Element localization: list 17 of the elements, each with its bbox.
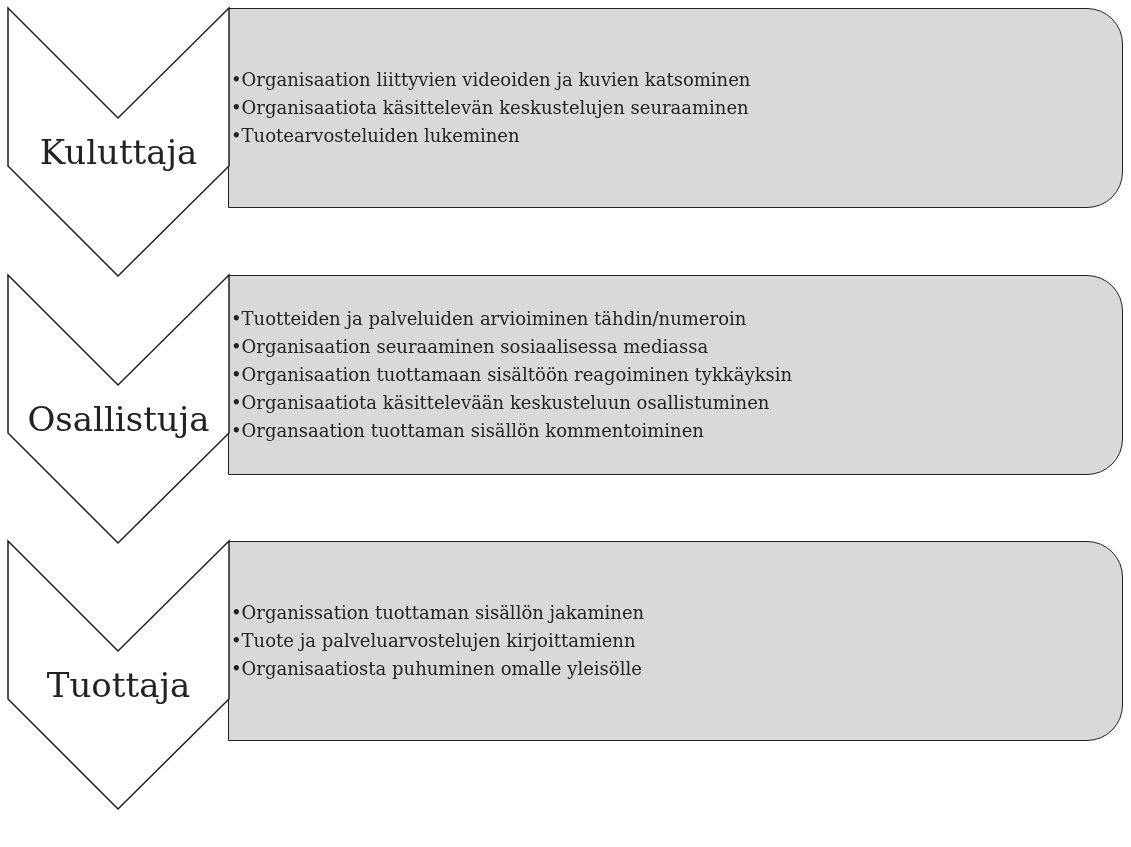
bullet-item: •Tuote ja palveluarvostelujen kirjoittamienn xyxy=(231,629,637,653)
stage-label: Tuottaja xyxy=(45,665,192,705)
activity-panel xyxy=(228,275,1123,475)
bullet-item: •Tuotearvosteluiden lukeminen xyxy=(231,124,521,148)
activity-panel xyxy=(228,541,1123,741)
stage-label: Kuluttaja xyxy=(38,132,199,172)
bullet-item: •Organissation tuottaman sisällön jakaminen xyxy=(231,601,645,625)
bullet-item: •Organisaatiosta puhuminen omalle yleisölle xyxy=(231,657,643,681)
bullet-item: •Organisaatiota käsittelevään keskusteluun osallistuminen xyxy=(231,391,771,415)
bullet-item: •Organisaatiota käsittelevän keskustelujen seuraaminen xyxy=(231,96,750,120)
bullet-item: •Organsaation tuottaman sisällön kommentoiminen xyxy=(231,419,705,443)
stage-label: Osallistuja xyxy=(26,399,211,439)
bullet-item: •Organisaation seuraaminen sosiaalisessa mediassa xyxy=(231,335,710,359)
bullet-item: •Organisaation tuottamaan sisältöön reagoiminen tykkäyksin xyxy=(231,363,793,387)
activity-panel xyxy=(228,8,1123,208)
bullet-item: •Tuotteiden ja palveluiden arvioiminen tähdin/numeroin xyxy=(231,307,748,331)
bullet-item: •Organisaation liittyvien videoiden ja kuvien katsominen xyxy=(231,68,751,92)
